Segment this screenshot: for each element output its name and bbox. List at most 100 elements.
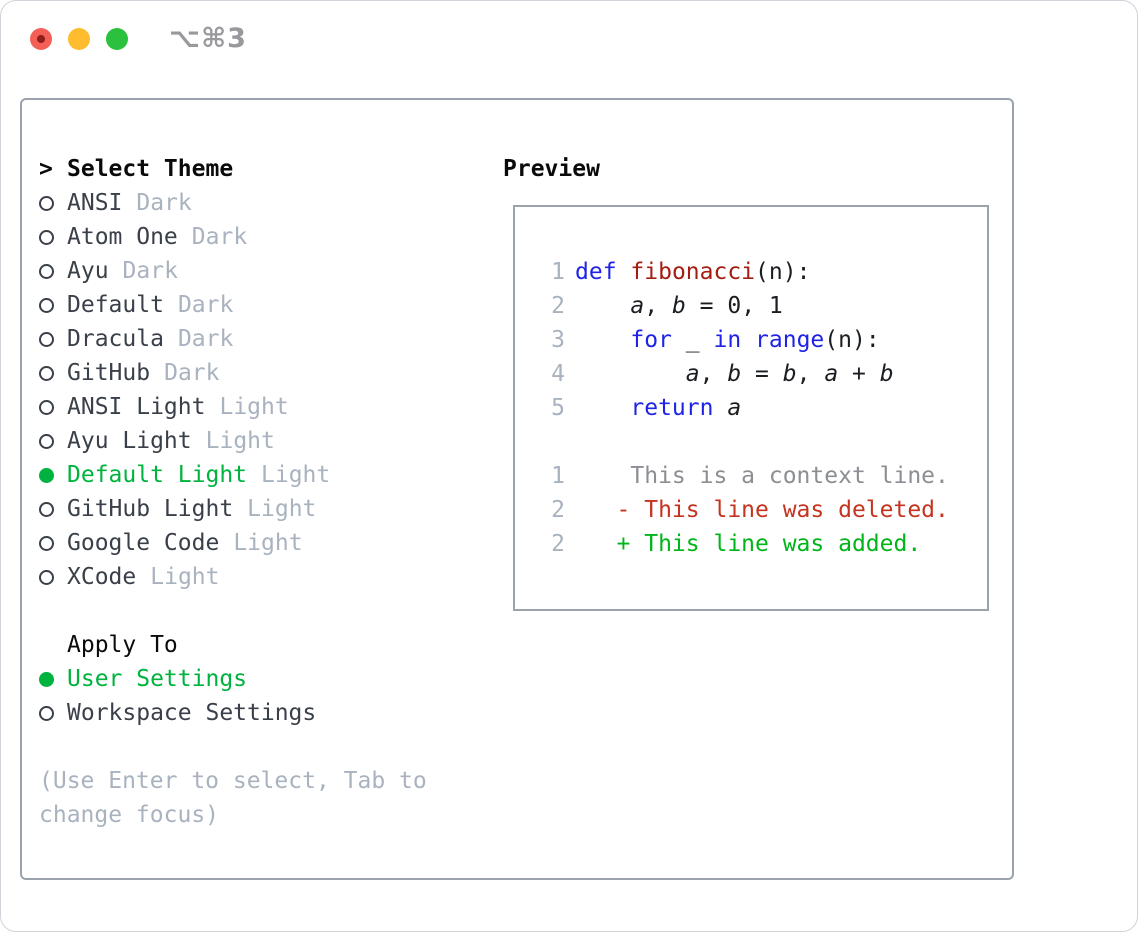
apply-option[interactable]: User Settings: [39, 662, 479, 696]
theme-name: ANSI: [67, 190, 123, 216]
theme-variant-tag: Dark: [122, 258, 178, 284]
code-line: [515, 425, 987, 459]
code-token: [575, 293, 630, 319]
apply-option-name: Workspace Settings: [67, 700, 317, 726]
line-text: - This line was deleted.: [575, 493, 949, 527]
radio-icon: [39, 263, 54, 279]
code-line: 2 a, b = 0, 1: [515, 289, 987, 323]
theme-option[interactable]: Ayu Light Light: [39, 424, 479, 458]
titlebar: ⌥⌘3: [1, 1, 1137, 77]
theme-option[interactable]: Default Dark: [39, 288, 479, 322]
theme-variant-tag: Light: [219, 394, 289, 420]
code-line: 1 This is a context line.: [515, 459, 987, 493]
selection-caret-icon: >: [39, 156, 53, 182]
code-token: b: [727, 361, 742, 387]
code-token: return: [630, 395, 714, 421]
zoom-button[interactable]: [106, 28, 128, 50]
close-button[interactable]: [30, 28, 52, 50]
theme-name: Ayu Light: [67, 428, 192, 454]
theme-variant-tag: Light: [205, 428, 275, 454]
radio-icon: [39, 705, 54, 721]
code-token: b: [782, 361, 797, 387]
theme-variant-tag: Dark: [164, 360, 220, 386]
apply-option-name: User Settings: [67, 666, 248, 692]
code-token: [713, 395, 727, 421]
line-number: 5: [551, 395, 565, 421]
line-number: 3: [551, 327, 565, 353]
code-token: range: [755, 327, 825, 353]
radio-icon: [39, 399, 54, 415]
radio-selected-icon: [39, 467, 54, 483]
code-token: ,: [644, 293, 672, 319]
code-token: a: [727, 395, 742, 421]
window-title-shortcut: ⌥⌘3: [169, 23, 247, 54]
code-token: fibonacci: [630, 259, 756, 285]
line-number: 1: [551, 259, 565, 285]
code-token: in: [713, 327, 742, 353]
radio-icon: [39, 229, 54, 245]
code-line: 4 a, b = b, a + b: [515, 357, 987, 391]
code-token: b: [671, 293, 686, 319]
line-number: 2: [551, 497, 565, 523]
theme-option[interactable]: Ayu Dark: [39, 254, 479, 288]
line-number: 4: [551, 361, 565, 387]
code-token: =: [741, 361, 783, 387]
theme-name: Default: [67, 292, 164, 318]
theme-option[interactable]: Atom One Dark: [39, 220, 479, 254]
theme-variant-tag: Light: [233, 530, 303, 556]
line-text: a, b = b, a + b: [575, 357, 894, 391]
radio-icon: [39, 433, 54, 449]
code-line: 2 - This line was deleted.: [515, 493, 987, 527]
theme-variant-tag: Light: [247, 496, 317, 522]
radio-icon: [39, 535, 54, 551]
line-number: 2: [551, 531, 565, 557]
line-text: + This line was added.: [575, 527, 922, 561]
line-text: This is a context line.: [575, 459, 949, 493]
theme-name: Dracula: [67, 326, 164, 352]
code-line: 1 def fibonacci(n):: [515, 255, 987, 289]
radio-icon: [39, 195, 54, 211]
code-token: for: [630, 327, 672, 353]
theme-variant-tag: Dark: [177, 292, 234, 318]
radio-icon: [39, 501, 54, 517]
radio-selected-icon: [39, 671, 54, 687]
minimize-button[interactable]: [68, 28, 90, 50]
code-token: - This line was deleted.: [575, 497, 949, 523]
theme-name: XCode: [67, 564, 137, 590]
code-line: 3 for _ in range(n):: [515, 323, 987, 357]
apply-to-heading: Apply To: [39, 628, 479, 662]
theme-name: Ayu: [67, 258, 109, 284]
select-theme-heading: >Select Theme: [39, 152, 479, 186]
code-token: [741, 327, 755, 353]
section-gap: [39, 594, 479, 628]
radio-icon: [39, 569, 54, 585]
theme-variant-tag: Dark: [191, 224, 248, 250]
code-line: 2 + This line was added.: [515, 527, 987, 561]
preview-heading: Preview: [503, 156, 600, 182]
apply-option[interactable]: Workspace Settings: [39, 696, 479, 730]
theme-name: Atom One: [67, 224, 178, 250]
line-number: 2: [551, 293, 565, 319]
theme-variant-tag: Dark: [136, 190, 192, 216]
code-token: [575, 395, 630, 421]
theme-option[interactable]: Dracula Dark: [39, 322, 479, 356]
code-token: + This line was added.: [575, 531, 922, 557]
code-token: a: [685, 361, 700, 387]
theme-option[interactable]: ANSI Dark: [39, 186, 479, 220]
line-text: for _ in range(n):: [575, 323, 879, 357]
theme-variant-tag: Dark: [177, 326, 234, 352]
theme-name: Default Light: [67, 462, 248, 488]
line-text: def fibonacci(n):: [575, 255, 810, 289]
keyboard-hint-text: (Use Enter to select, Tab to change focu…: [39, 768, 427, 828]
code-token: def: [575, 259, 617, 285]
